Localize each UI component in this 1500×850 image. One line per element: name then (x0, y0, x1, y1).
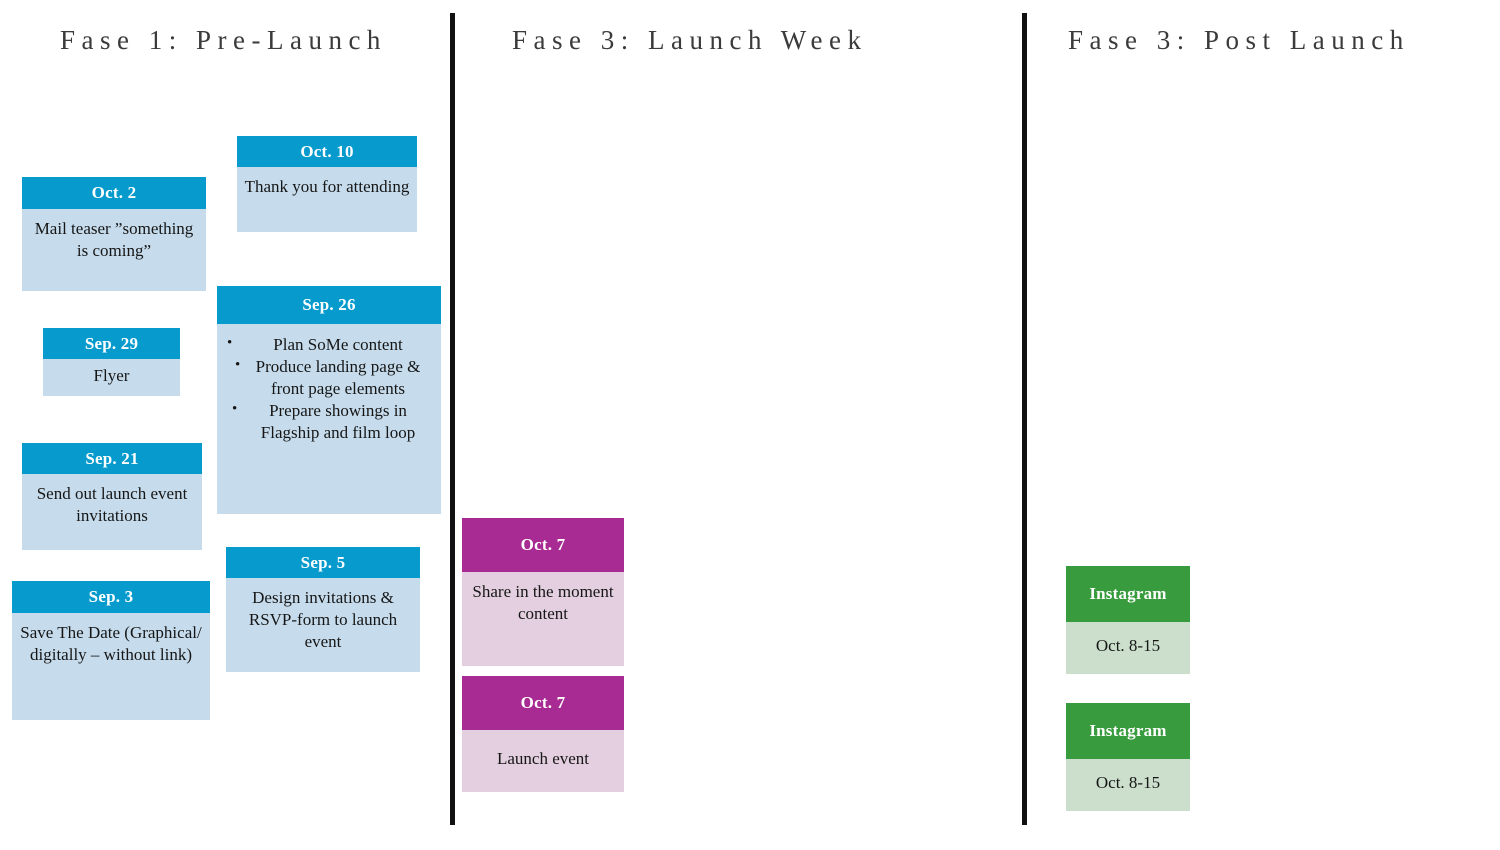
card-sep-5[interactable]: Sep. 5 Design invitations & RSVP-form to… (226, 547, 420, 672)
card-oct-7-share-body: Share in the moment content (462, 572, 624, 666)
card-oct-10[interactable]: Oct. 10 Thank you for attending (237, 136, 417, 232)
card-oct-7-launch[interactable]: Oct. 7 Launch event (462, 676, 624, 792)
card-sep-3[interactable]: Sep. 3 Save The Date (Graphical/ digital… (12, 581, 210, 720)
card-sep-26[interactable]: Sep. 26 Plan SoMe content Produce landin… (217, 286, 441, 514)
card-instagram-2-label: Instagram (1066, 703, 1190, 759)
column-divider-left (450, 13, 455, 825)
card-instagram-1-body: Oct. 8-15 (1066, 622, 1190, 674)
card-sep-26-body: Plan SoMe content Produce landing page &… (217, 324, 441, 514)
card-oct-7-launch-body: Launch event (462, 730, 624, 792)
card-sep-29[interactable]: Sep. 29 Flyer (43, 328, 180, 396)
phase-title-launch-week: Fase 3: Launch Week (512, 25, 868, 55)
card-instagram-1[interactable]: Instagram Oct. 8-15 (1066, 566, 1190, 674)
card-instagram-1-label: Instagram (1066, 566, 1190, 622)
list-item: Produce landing page & front page elemen… (235, 356, 431, 399)
card-oct-7-share[interactable]: Oct. 7 Share in the moment content (462, 518, 624, 666)
card-sep-26-date: Sep. 26 (217, 286, 441, 324)
card-sep-21-body: Send out launch event invitations (22, 474, 202, 550)
card-sep-3-date: Sep. 3 (12, 581, 210, 613)
card-sep-21[interactable]: Sep. 21 Send out launch event invitation… (22, 443, 202, 550)
column-divider-right (1022, 13, 1027, 825)
card-oct-2[interactable]: Oct. 2 Mail teaser ”something is coming” (22, 177, 206, 291)
card-oct-7-share-date: Oct. 7 (462, 518, 624, 572)
card-sep-5-body: Design invitations & RSVP-form to launch… (226, 578, 420, 672)
list-item: Plan SoMe content (227, 334, 431, 355)
card-oct-10-date: Oct. 10 (237, 136, 417, 167)
card-sep-21-date: Sep. 21 (22, 443, 202, 474)
card-oct-10-body: Thank you for attending (237, 167, 417, 232)
phase-title-pre-launch: Fase 1: Pre-Launch (60, 25, 387, 55)
card-oct-7-launch-date: Oct. 7 (462, 676, 624, 730)
card-sep-5-date: Sep. 5 (226, 547, 420, 578)
card-instagram-2-body: Oct. 8-15 (1066, 759, 1190, 811)
card-sep-29-date: Sep. 29 (43, 328, 180, 359)
card-instagram-2[interactable]: Instagram Oct. 8-15 (1066, 703, 1190, 811)
card-sep-3-body: Save The Date (Graphical/ digitally – wi… (12, 613, 210, 720)
card-oct-2-body: Mail teaser ”something is coming” (22, 209, 206, 291)
card-sep-29-body: Flyer (43, 359, 180, 396)
card-oct-2-date: Oct. 2 (22, 177, 206, 209)
card-sep-26-bullet-list: Plan SoMe content Produce landing page &… (223, 334, 435, 444)
list-item: Prepare showings in Flagship and film lo… (232, 400, 431, 443)
phase-title-post-launch: Fase 3: Post Launch (1068, 25, 1410, 55)
